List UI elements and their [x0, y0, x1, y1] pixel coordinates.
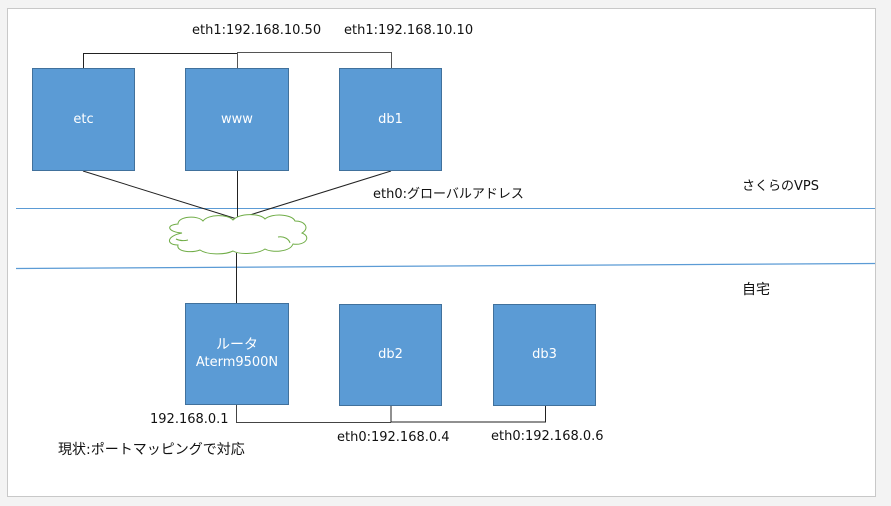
status-note: 現状:ポートマッピングで対応	[58, 442, 245, 458]
server-node-db2[interactable]: db2	[339, 304, 442, 406]
cloud-inner-curve	[277, 236, 291, 244]
router-node-label: ルータ	[216, 337, 258, 353]
server-node-label: etc	[73, 111, 94, 127]
server-node-etc[interactable]: etc	[32, 68, 135, 171]
router-ip-label: 192.168.0.1	[150, 412, 229, 427]
internet-cloud-icon	[169, 214, 308, 255]
eth0-link-etc-cloud	[82, 170, 238, 220]
cloud-inner-curve	[175, 238, 189, 242]
www-eth1-address-label: eth1:192.168.10.50	[192, 23, 322, 38]
router-model-label: Aterm9500N	[195, 355, 279, 370]
lan-link-db2-db3	[390, 406, 546, 423]
server-node-label: db3	[532, 347, 557, 362]
global-eth0-address-label: eth0:グローバルアドレス	[373, 187, 524, 202]
eth1-link-www-db1	[237, 52, 392, 68]
home-zone-boundary-line	[15, 262, 876, 270]
server-node-label: www	[221, 111, 253, 127]
vps-zone-label: さくらのVPS	[742, 179, 819, 194]
server-node-db1[interactable]: db1	[339, 68, 442, 171]
eth1-link-etc-www	[83, 53, 238, 68]
home-zone-label: 自宅	[742, 282, 770, 298]
eth0-link-db1-cloud	[236, 170, 392, 220]
server-node-label: db1	[378, 111, 403, 127]
db1-eth1-address-label: eth1:192.168.10.10	[344, 23, 474, 38]
router-node[interactable]: ルータ Aterm9500N	[185, 303, 289, 405]
server-node-db3[interactable]: db3	[493, 304, 596, 406]
lan-link-router-db2	[236, 405, 391, 423]
server-node-label: db2	[378, 347, 403, 362]
db3-eth0-address-label: eth0:192.168.0.6	[491, 429, 604, 444]
server-node-www[interactable]: www	[185, 68, 289, 171]
db2-eth0-address-label: eth0:192.168.0.4	[337, 430, 450, 445]
